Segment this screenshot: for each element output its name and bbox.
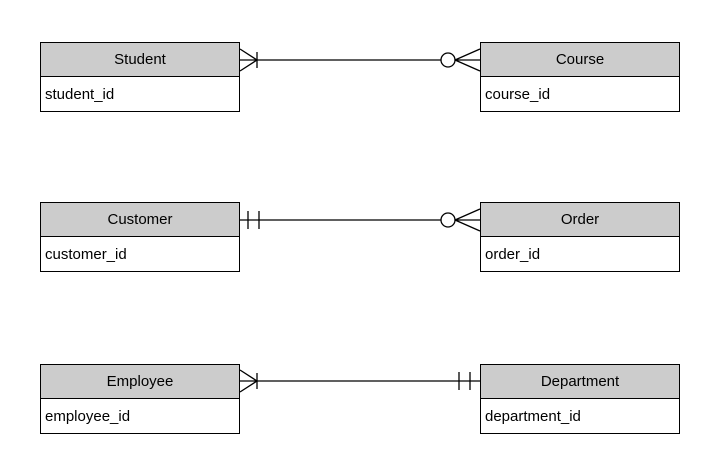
entity-department: Department department_id — [480, 364, 680, 434]
entity-attribute: employee_id — [45, 407, 131, 425]
entity-title: Department — [481, 365, 679, 399]
entity-attribute: department_id — [485, 407, 581, 425]
entity-title: Student — [41, 43, 239, 77]
crows-foot-many-icon — [454, 208, 481, 232]
crows-foot-many-icon — [454, 48, 481, 72]
entity-attribute: order_id — [485, 245, 541, 263]
entity-title: Course — [481, 43, 679, 77]
entity-customer: Customer customer_id — [40, 202, 240, 272]
zero-circle-icon — [440, 212, 456, 228]
relationship-customer-order — [240, 208, 481, 232]
entity-order: Order order_id — [480, 202, 680, 272]
entity-title: Employee — [41, 365, 239, 399]
relationship-employee-department — [239, 369, 480, 393]
entity-attribute: course_id — [485, 85, 551, 103]
entity-attribute: student_id — [45, 85, 115, 103]
entity-attribute: customer_id — [45, 245, 127, 263]
crows-foot-many-icon — [239, 48, 258, 72]
entity-title: Customer — [41, 203, 239, 237]
entity-student: Student student_id — [40, 42, 240, 112]
entity-course: Course course_id — [480, 42, 680, 112]
entity-title: Order — [481, 203, 679, 237]
zero-circle-icon — [440, 52, 456, 68]
relationship-student-course — [239, 48, 481, 72]
crows-foot-many-icon — [239, 369, 258, 393]
entity-employee: Employee employee_id — [40, 364, 240, 434]
double-tick-icon — [458, 372, 471, 390]
